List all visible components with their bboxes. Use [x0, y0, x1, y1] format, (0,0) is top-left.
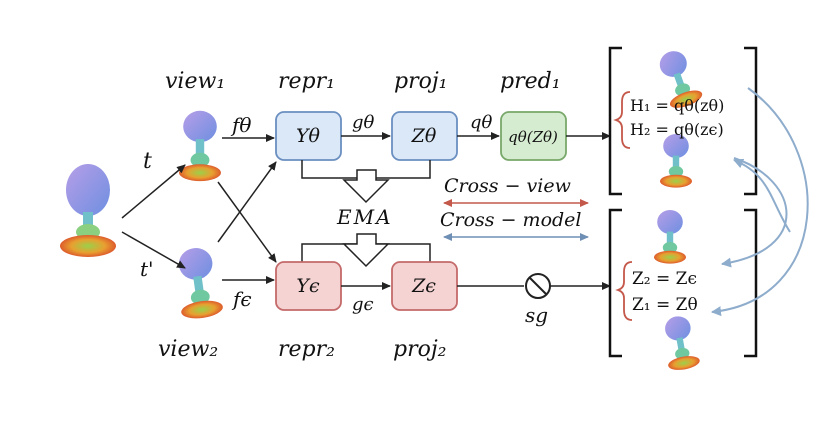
arrow-t — [121, 164, 186, 219]
view1-point-cloud — [179, 110, 221, 182]
box-z-theta-label: Zθ — [411, 125, 437, 147]
curve-h2-to-z2 — [721, 157, 788, 268]
label-g-eps: gϵ — [352, 294, 374, 315]
view2-point-cloud — [172, 245, 225, 321]
label-view1: view₁ — [165, 69, 225, 94]
arrow-view1-to-y-eps — [217, 181, 277, 263]
formula-h1: H₁ = qθ(zθ) — [630, 96, 724, 115]
label-repr1: repr₁ — [278, 69, 335, 94]
formula-z1: Z₁ = Zθ — [632, 295, 698, 315]
legend-cross-model-label: Cross − model — [440, 209, 582, 231]
label-sg: sg — [525, 303, 548, 327]
label-proj1: proj₁ — [394, 69, 448, 94]
ema-arrow-down-bottom — [342, 233, 390, 268]
label-pred1: pred₁ — [500, 69, 561, 94]
bracket-top-left — [608, 46, 622, 196]
formula-h2: H₂ = qθ(zϵ) — [630, 120, 724, 139]
label-f-eps: fϵ — [231, 287, 252, 311]
brace-top — [613, 91, 631, 149]
stop-gradient-icon — [525, 273, 551, 299]
bracket-bottom-left — [608, 208, 622, 358]
label-repr2: repr₂ — [278, 337, 335, 362]
label-q-theta: qθ — [470, 112, 493, 133]
label-t: t — [143, 149, 152, 174]
label-g-theta: gθ — [352, 112, 375, 133]
formula-z2: Z₂ = Zϵ — [632, 269, 697, 289]
brace-bottom — [615, 261, 633, 321]
curve-z2-to-h2 — [733, 158, 791, 233]
input-point-cloud — [60, 164, 116, 257]
label-proj2: proj₂ — [393, 337, 447, 362]
output-cloud-h2 — [660, 134, 692, 188]
bracket-bottom-right — [744, 208, 758, 358]
arrow-view2-to-y-theta — [217, 161, 277, 243]
label-f-theta: fθ — [230, 113, 251, 137]
output-cloud-z2 — [654, 210, 686, 264]
output-cloud-z1 — [659, 313, 701, 373]
box-y-theta-label: Yθ — [296, 125, 321, 147]
ema-arrow-down-top — [342, 169, 390, 204]
curve-h1-to-z1 — [711, 87, 809, 317]
label-t-prime: t' — [140, 257, 154, 281]
label-ema: EMA — [336, 205, 393, 229]
box-z-eps-label: Zϵ — [411, 275, 436, 297]
arrow-t-prime — [121, 231, 186, 269]
bracket-top-right — [744, 46, 758, 196]
legend-cross-view-label: Cross − view — [444, 175, 571, 197]
box-y-eps-label: Yϵ — [296, 275, 320, 297]
label-view2: view₂ — [158, 337, 218, 362]
box-q-theta-label: qθ(Zθ) — [508, 128, 558, 146]
